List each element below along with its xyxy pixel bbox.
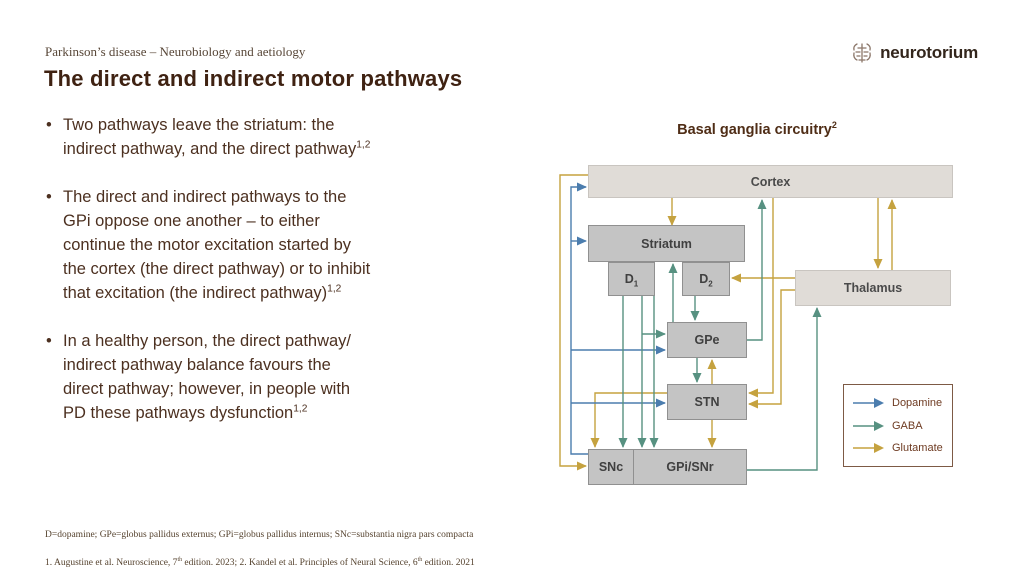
citation-superscript: 1,2: [327, 283, 342, 295]
node-d1: D1: [608, 262, 655, 296]
bullet-line: that excitation (the indirect pathway)1,…: [63, 283, 342, 302]
dopamine-arrow-icon: [853, 398, 884, 409]
arrow-cortex-stn: [748, 198, 774, 398]
figure-title: Basal ganglia circuitry2: [677, 120, 837, 138]
node-striatum: Striatum: [588, 225, 745, 262]
arrow-gpi-thalamus: [747, 307, 822, 471]
logo-text: neurotorium: [880, 43, 978, 62]
node-gpi-snr: GPi/SNr: [633, 449, 747, 485]
logo: neurotorium: [849, 40, 978, 66]
citation-superscript: 1,2: [293, 403, 308, 415]
references-line: 1. Augustine et al. Neuroscience, 7th ed…: [45, 556, 475, 568]
figure-canvas: Cortex Striatum D1 D2 Thalamus GPe STN S…: [545, 150, 969, 502]
basal-ganglia-figure: Basal ganglia circuitry2: [545, 120, 969, 502]
glutamate-arrow-icon: [853, 442, 884, 453]
node-stn: STN: [667, 384, 747, 420]
node-d2: D2: [682, 262, 730, 296]
pathway-arrows: [559, 174, 897, 471]
legend-label: Dopamine: [892, 397, 943, 410]
legend-item-dopamine: Dopamine: [853, 397, 952, 409]
arrow-cortex-snc: [559, 174, 588, 471]
bullet-item: In a healthy person, the direct pathway/…: [46, 329, 458, 425]
arrow-snc-cortex: [570, 182, 588, 455]
citation-superscript: 1,2: [356, 139, 371, 151]
bullet-line: the cortex (the direct pathway) or to in…: [63, 260, 371, 278]
arrow-stn-snc: [590, 392, 667, 448]
bullet-line: indirect pathway, and the direct pathway…: [63, 139, 371, 158]
bullet-line: GPi oppose one another – to either: [63, 212, 320, 230]
bullet-line: direct pathway; however, in people with: [63, 380, 351, 398]
node-snc: SNc: [588, 449, 634, 485]
diagram-legend: Dopamine GABA Glutamate: [843, 384, 953, 467]
brain-icon: [853, 43, 871, 63]
bullet-item: The direct and indirect pathways to the …: [46, 185, 458, 305]
legend-item-glutamate: Glutamate: [853, 442, 952, 454]
node-thalamus: Thalamus: [795, 270, 951, 306]
bullet-list: Two pathways leave the striatum: the ind…: [46, 113, 458, 449]
bullet-item: Two pathways leave the striatum: the ind…: [46, 113, 458, 161]
page-title: The direct and indirect motor pathways: [44, 66, 463, 91]
footnotes: D=dopamine; GPe=globus pallidus externus…: [45, 530, 975, 568]
bullet-line: indirect pathway balance favours the: [63, 356, 331, 374]
legend-label: Glutamate: [892, 441, 943, 454]
legend-label: GABA: [892, 419, 923, 432]
bullet-line: The direct and indirect pathways to the: [63, 188, 347, 206]
breadcrumb-kicker: Parkinson’s disease – Neurobiology and a…: [45, 44, 306, 59]
bullet-line: PD these pathways dysfunction1,2: [63, 403, 308, 422]
bullet-line: In a healthy person, the direct pathway/: [63, 332, 352, 350]
arrow-thalamus-stn: [748, 289, 795, 409]
legend-item-gaba: GABA: [853, 420, 952, 432]
node-gpe: GPe: [667, 322, 747, 358]
bullet-line: Two pathways leave the striatum: the: [63, 116, 335, 134]
citation-superscript: 2: [831, 120, 837, 130]
arrow-gpe-cortex: [747, 199, 767, 341]
gaba-arrow-icon: [853, 420, 884, 431]
bullet-line: continue the motor excitation started by: [63, 236, 351, 254]
abbreviations-line: D=dopamine; GPe=globus pallidus externus…: [45, 529, 474, 540]
node-cortex: Cortex: [588, 165, 953, 198]
